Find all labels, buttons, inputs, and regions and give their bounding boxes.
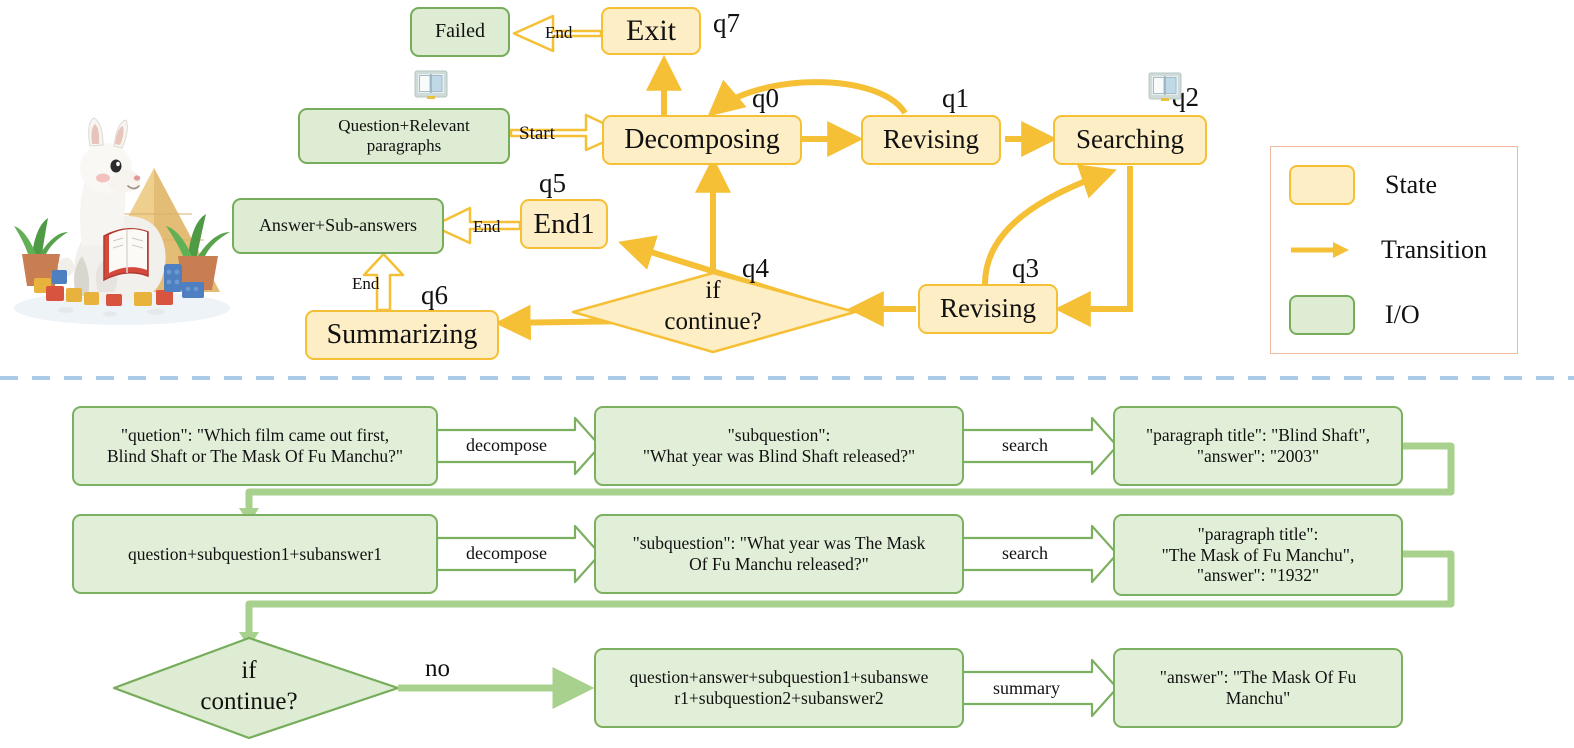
state-exit-label: Exit xyxy=(626,14,676,48)
example-decision-line1: if xyxy=(241,657,257,684)
example-box-context-2: question+subquestion1+subanswer1 xyxy=(72,514,438,594)
state-exit-q-label: q7 xyxy=(713,8,740,38)
example-box-final-answer: "answer": "The Mask Of Fu Manchu" xyxy=(1113,648,1403,728)
example-edge-label-decompose-2: decompose xyxy=(466,543,547,563)
state-exit[interactable]: Exit xyxy=(601,7,701,55)
example-decision-line2: continue? xyxy=(200,688,298,715)
state-summarizing-q-label: q6 xyxy=(421,280,448,310)
example-para1-line2: "answer": "2003" xyxy=(1196,446,1320,466)
example-summary-in-line1: question+answer+subquestion1+subanswe xyxy=(629,667,929,688)
legend-item-io: I/O xyxy=(1289,295,1420,335)
state-revising-1-label: Revising xyxy=(882,124,979,155)
state-end1-label: End1 xyxy=(533,207,595,240)
example-summary-in-line2: r1+subquestion2+subanswer2 xyxy=(674,688,884,708)
open-book-icon xyxy=(414,70,448,99)
state-revising-2-q-label: q3 xyxy=(1012,253,1039,283)
state-decomposing-label: Decomposing xyxy=(624,124,780,156)
example-subq2-line2: Of Fu Manchu released?" xyxy=(689,554,869,574)
example-subq1-line2: "What year was Blind Shaft released?" xyxy=(642,446,916,466)
edge-label-end-exit: End xyxy=(545,23,573,42)
example-edge-label-no: no xyxy=(425,655,450,682)
example-question-line2: Blind Shaft or The Mask Of Fu Manchu?" xyxy=(106,446,404,466)
legend-item-state: State xyxy=(1289,165,1437,205)
example-box-summary-input: question+answer+subquestion1+subanswe r1… xyxy=(594,648,964,728)
edge-label-start: Start xyxy=(519,123,555,144)
edge-label-end-summarizing: End xyxy=(352,274,380,293)
example-para2-line1: "paragraph title": xyxy=(1197,524,1319,545)
decision-if-continue-line2: continue? xyxy=(664,307,762,335)
state-searching-label: Searching xyxy=(1076,124,1184,155)
open-book-icon xyxy=(1148,72,1182,101)
example-edge-label-search-2: search xyxy=(1002,543,1048,563)
state-revising-2-label: Revising xyxy=(939,293,1036,324)
state-end1[interactable]: End1 xyxy=(520,199,608,249)
example-box-subquestion-2: "subquestion": "What year was The Mask O… xyxy=(594,514,964,594)
example-edge-label-decompose-1: decompose xyxy=(466,435,547,455)
example-subq2-line1: "subquestion": "What year was The Mask xyxy=(632,533,926,554)
legend-arrow-icon xyxy=(1291,242,1349,258)
example-box-question: "quetion": "Which film came out first, B… xyxy=(72,406,438,486)
example-para2-line2: "The Mask of Fu Manchu", xyxy=(1161,544,1355,565)
io-answer-subanswers: Answer+Sub-answers xyxy=(232,198,444,254)
io-failed: Failed xyxy=(410,7,510,57)
state-revising-1-q-label: q1 xyxy=(942,83,969,113)
legend-label-transition: Transition xyxy=(1381,235,1487,264)
io-input-line1: Question+Relevant xyxy=(338,115,470,135)
legend-label-io: I/O xyxy=(1385,300,1420,329)
io-input-line2: paragraphs xyxy=(366,136,442,155)
example-para1-line1: "paragraph title": "Blind Shaft", xyxy=(1146,425,1370,446)
decision-if-continue-q-label: q4 xyxy=(742,253,769,283)
example-box-paragraph-1: "paragraph title": "Blind Shaft", "answe… xyxy=(1113,406,1403,486)
example-final-line2: Manchu" xyxy=(1225,688,1291,708)
edge-label-end-end1: End xyxy=(473,217,501,236)
state-decomposing[interactable]: Decomposing xyxy=(602,115,802,165)
example-final-line1: "answer": "The Mask Of Fu xyxy=(1159,667,1357,688)
example-subq1-line1: "subquestion": xyxy=(727,425,831,446)
state-searching[interactable]: Searching xyxy=(1053,115,1207,165)
state-decomposing-q-label: q0 xyxy=(752,83,779,113)
example-para2-line3: "answer": "1932" xyxy=(1196,565,1320,586)
example-edge-label-summary: summary xyxy=(993,678,1060,698)
state-summarizing[interactable]: Summarizing xyxy=(305,310,499,360)
decision-if-continue[interactable]: if continue? xyxy=(640,276,786,337)
example-decision-if-continue[interactable]: if continue? xyxy=(176,655,322,717)
io-answer-label: Answer+Sub-answers xyxy=(258,215,418,236)
example-ctx2-line1: question+subquestion1+subanswer1 xyxy=(127,543,383,564)
state-revising-2[interactable]: Revising xyxy=(918,284,1058,334)
io-failed-label: Failed xyxy=(435,20,485,43)
llama-reading-illustration xyxy=(14,117,230,325)
legend-swatch-state xyxy=(1289,165,1355,205)
decision-if-continue-line1: if xyxy=(705,277,721,304)
state-summarizing-label: Summarizing xyxy=(326,319,478,351)
legend-box: State Transition I/O xyxy=(1270,146,1518,354)
example-box-paragraph-2: "paragraph title": "The Mask of Fu Manch… xyxy=(1113,514,1403,596)
legend-swatch-io xyxy=(1289,295,1355,335)
example-edge-label-search-1: search xyxy=(1002,435,1048,455)
state-revising-1[interactable]: Revising xyxy=(861,115,1001,165)
example-question-line1: "quetion": "Which film came out first, xyxy=(120,425,390,446)
io-input-question: Question+Relevant paragraphs xyxy=(298,108,510,164)
legend-item-transition: Transition xyxy=(1289,235,1487,265)
state-end1-q-label: q5 xyxy=(539,168,566,198)
legend-label-state: State xyxy=(1385,170,1437,199)
example-box-subquestion-1: "subquestion": "What year was Blind Shaf… xyxy=(594,406,964,486)
